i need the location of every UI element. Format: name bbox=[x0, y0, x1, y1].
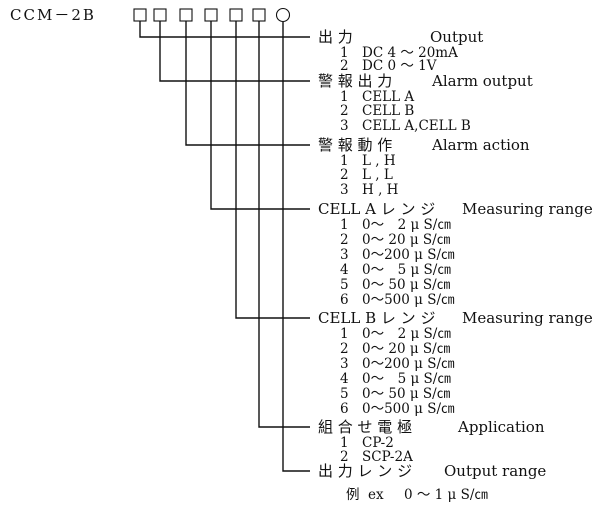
code-box-cell-b-range bbox=[229, 8, 243, 22]
section-cell-a-range-jp: CELL A レ ン ジ bbox=[318, 200, 435, 218]
code-circle-output-range bbox=[275, 7, 291, 23]
option-number: 6 bbox=[340, 401, 349, 417]
section-alarm-output-en: Alarm output bbox=[431, 72, 533, 90]
example-value: 0 ～ 1 μ S/㎝ bbox=[404, 487, 488, 503]
option-number: 3 bbox=[340, 247, 349, 263]
section-output-jp: 出 力 bbox=[318, 28, 353, 46]
section-alarm-action-en: Alarm action bbox=[431, 136, 530, 154]
option-number: 2 bbox=[340, 341, 349, 357]
option-number: 1 bbox=[340, 89, 349, 105]
option-number: 6 bbox=[340, 292, 349, 308]
option-text: DC 4 ～ 20mA bbox=[362, 45, 458, 61]
option-text: 0～ 2 μ S/㎝ bbox=[362, 217, 451, 233]
option-number: 1 bbox=[340, 153, 349, 169]
section-output-range-en: Output range bbox=[444, 462, 546, 480]
option-number: 4 bbox=[340, 371, 349, 387]
section-application-jp: 組 合 せ 電 極 bbox=[318, 418, 412, 436]
section-cell-b-range-en: Measuring range bbox=[462, 309, 593, 327]
code-box-cell-a-range bbox=[204, 8, 218, 22]
option-text: 0～ 5 μ S/㎝ bbox=[362, 371, 451, 387]
code-box-alarm-output bbox=[153, 8, 167, 22]
option-number: 5 bbox=[340, 277, 349, 293]
option-text: 0～ 50 μ S/㎝ bbox=[362, 386, 451, 402]
code-box-application bbox=[252, 8, 266, 22]
option-text: 0～ 5 μ S/㎝ bbox=[362, 262, 451, 278]
section-application-en: Application bbox=[457, 418, 545, 436]
option-text: CP-2 bbox=[362, 435, 394, 451]
section-output-range-jp: 出 力 レ ン ジ bbox=[318, 462, 412, 480]
option-number: 2 bbox=[340, 232, 349, 248]
option-number: 3 bbox=[340, 182, 349, 198]
option-text: 0～ 20 μ S/㎝ bbox=[362, 232, 451, 248]
option-text: CELL A,CELL B bbox=[362, 118, 471, 134]
section-alarm-action-jp: 警 報 動 作 bbox=[318, 136, 392, 154]
connector-cell-a-range bbox=[210, 21, 310, 210]
option-text: 0～200 μ S/㎝ bbox=[362, 356, 455, 372]
option-number: 2 bbox=[340, 103, 349, 119]
option-text: 0～ 2 μ S/㎝ bbox=[362, 326, 451, 342]
option-text: CELL B bbox=[362, 103, 414, 119]
option-number: 2 bbox=[340, 58, 349, 74]
option-text: 0～200 μ S/㎝ bbox=[362, 247, 455, 263]
option-text: 0～500 μ S/㎝ bbox=[362, 292, 455, 308]
example-en-label: ex bbox=[368, 487, 384, 503]
option-number: 3 bbox=[340, 118, 349, 134]
code-box-alarm-action bbox=[179, 8, 193, 22]
option-text: DC 0 ～ 1V bbox=[362, 58, 437, 74]
option-number: 5 bbox=[340, 386, 349, 402]
option-text: 0～ 50 μ S/㎝ bbox=[362, 277, 451, 293]
example-jp-label: 例 bbox=[346, 487, 360, 503]
section-cell-b-range-jp: CELL B レ ン ジ bbox=[318, 309, 435, 327]
code-box-output bbox=[133, 8, 147, 22]
section-alarm-output-jp: 警 報 出 力 bbox=[318, 72, 392, 90]
option-number: 1 bbox=[340, 326, 349, 342]
option-text: 0～ 20 μ S/㎝ bbox=[362, 341, 451, 357]
option-number: 2 bbox=[340, 167, 349, 183]
option-number: 3 bbox=[340, 356, 349, 372]
connector-application bbox=[258, 21, 310, 428]
option-text: SCP-2A bbox=[362, 449, 413, 465]
connector-alarm-output bbox=[159, 21, 310, 82]
connector-output bbox=[139, 21, 310, 38]
option-number: 1 bbox=[340, 217, 349, 233]
section-cell-a-range-en: Measuring range bbox=[462, 200, 593, 218]
option-number: 1 bbox=[340, 435, 349, 451]
option-text: 0～500 μ S/㎝ bbox=[362, 401, 455, 417]
section-output-en: Output bbox=[430, 28, 483, 46]
option-text: H , H bbox=[362, 182, 399, 198]
option-text: L , H bbox=[362, 153, 396, 169]
connector-cell-b-range bbox=[235, 21, 310, 319]
connector-alarm-action bbox=[185, 21, 310, 146]
option-number: 2 bbox=[340, 449, 349, 465]
option-number: 4 bbox=[340, 262, 349, 278]
connector-output-range bbox=[282, 22, 310, 472]
option-text: L , L bbox=[362, 167, 393, 183]
option-text: CELL A bbox=[362, 89, 414, 105]
option-number: 1 bbox=[340, 45, 349, 61]
model-prefix: CCM－2B bbox=[10, 6, 96, 24]
